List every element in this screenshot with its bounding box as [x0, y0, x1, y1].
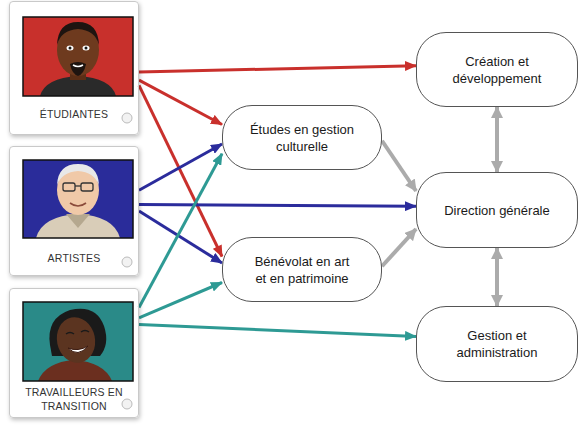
flow-arrow [139, 324, 416, 336]
portrait-smile [68, 346, 88, 353]
portrait-shirt [38, 360, 112, 381]
audience-card: ÉTUDIANTES [9, 1, 139, 135]
portrait-mouth [73, 65, 83, 67]
audience-card: TRAVAILLEURS EN TRANSITION [9, 288, 139, 418]
portrait-eye [67, 46, 74, 51]
career-box: Gestion et administration [416, 306, 578, 382]
portrait-pupil [85, 47, 88, 50]
audience-card: ARTISTES [9, 146, 139, 276]
path-box: Bénévolat en art et en patrimoine [222, 237, 382, 302]
portrait-ground [23, 17, 133, 96]
portrait-ground [23, 302, 133, 381]
flow-arrow [139, 154, 222, 308]
career-box: Direction générale [416, 172, 578, 248]
portrait-frame [23, 160, 133, 238]
portrait-glasses [81, 183, 93, 191]
portrait-hair [57, 22, 99, 45]
portrait-eye [81, 331, 89, 333]
card-dot [122, 113, 132, 123]
box-label: Bénévolat en art et en patrimoine [249, 253, 355, 287]
flow-arrow [139, 80, 222, 124]
portrait-glasses [75, 185, 81, 186]
portrait-collar [66, 214, 90, 228]
flow-arrow [139, 144, 222, 190]
flow-arrow [495, 248, 499, 306]
card-dot [122, 399, 132, 409]
portrait-head [57, 165, 99, 215]
worker-portrait [23, 302, 133, 381]
path-box: Études en gestion culturelle [222, 105, 382, 170]
flow-arrow [382, 229, 416, 266]
card-label: TRAVAILLEURS EN TRANSITION [24, 385, 124, 413]
flow-arrow [382, 141, 416, 191]
portrait-eye [66, 333, 74, 335]
box-label: Création et développement [444, 53, 550, 87]
box-label: Direction générale [444, 202, 550, 219]
portrait-goatee [70, 62, 86, 76]
flow-arrow [139, 205, 416, 207]
card-label: ÉTUDIANTES [24, 107, 124, 121]
card-label: ARTISTES [24, 251, 124, 265]
student-portrait [23, 17, 133, 96]
portrait-head [53, 314, 100, 367]
portrait-ground [23, 160, 133, 238]
box-label: Gestion et administration [444, 327, 550, 361]
flow-arrow [139, 211, 222, 263]
portrait-frame [23, 302, 133, 381]
flow-arrow [139, 283, 222, 318]
portrait-mouth [70, 203, 86, 206]
flow-arrow [139, 66, 416, 72]
box-label: Études en gestion culturelle [249, 121, 355, 155]
portrait-glasses [63, 183, 75, 191]
card-dot [122, 257, 132, 267]
portrait-frame [23, 17, 133, 96]
flow-arrow [495, 107, 499, 172]
portrait-shirt [36, 214, 120, 238]
career-box: Création et développement [416, 32, 578, 107]
portrait-pupil [69, 47, 72, 50]
portrait-hair [57, 164, 99, 185]
artist-portrait [23, 160, 133, 238]
portrait-eye [83, 46, 90, 51]
